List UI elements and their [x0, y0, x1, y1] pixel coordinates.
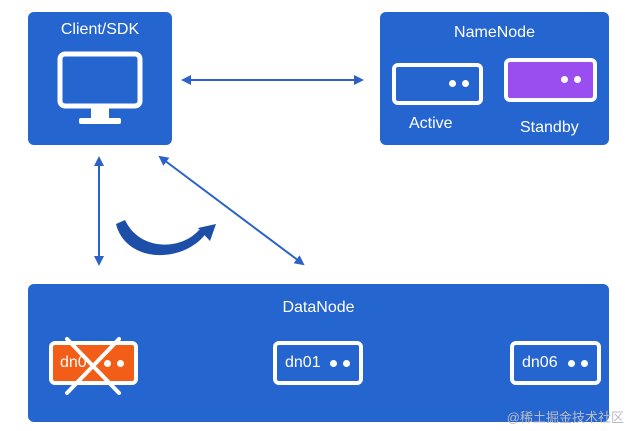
namenode-title: NameNode [454, 24, 535, 41]
datanode-title: DataNode [282, 299, 355, 316]
active-namenode-server [392, 63, 483, 105]
server-status-dots [568, 360, 588, 367]
active-label: Active [409, 115, 453, 132]
monitor-icon [57, 51, 143, 124]
dn-label: dn06 [522, 354, 558, 371]
dn-label: dn0 [60, 354, 87, 371]
datanode-server-dn01: dn01 [273, 341, 363, 385]
server-status-dots [561, 76, 581, 83]
datanode-panel: DataNode dn0 dn01 dn06 [28, 284, 609, 422]
dn-label: dn01 [285, 354, 321, 371]
server-status-dots [330, 360, 350, 367]
watermark: @稀土掘金技术社区 [506, 410, 624, 425]
client-sdk-title: Client/SDK [60, 21, 140, 38]
server-status-dots [104, 360, 124, 367]
datanode-server-dn06: dn06 [510, 341, 601, 385]
retry-curved-arrow-icon [116, 220, 216, 256]
namenode-panel: NameNode Active Standby [380, 12, 609, 145]
failed-cross-icon [65, 337, 121, 395]
standby-label: Standby [520, 119, 579, 136]
standby-namenode-server [504, 58, 597, 102]
client-datanode-diagonal-arrow [158, 155, 305, 266]
server-status-dots [449, 80, 469, 87]
client-sdk-panel: Client/SDK [28, 12, 172, 145]
datanode-server-failed: dn0 [49, 337, 138, 395]
